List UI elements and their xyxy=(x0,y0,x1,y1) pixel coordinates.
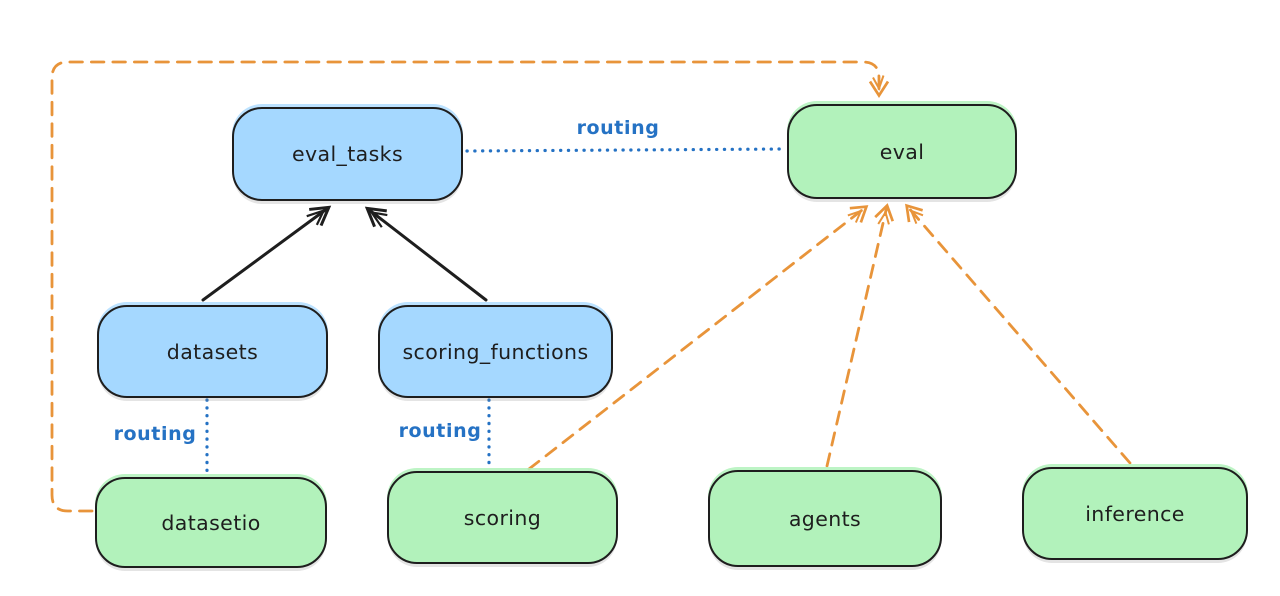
node-datasets: datasets xyxy=(97,305,328,398)
node-scoring-label: scoring xyxy=(463,505,542,530)
node-inference-label: inference xyxy=(1085,501,1185,526)
node-eval-tasks-label: eval_tasks xyxy=(291,142,404,166)
edge-inference-to-eval xyxy=(905,203,1132,465)
node-agents: agents xyxy=(708,470,942,567)
node-eval-tasks: eval_tasks xyxy=(232,107,463,201)
edge-agents-to-eval xyxy=(825,203,895,468)
edge-datasets-to-eval_tasks xyxy=(201,205,332,302)
node-eval: eval xyxy=(787,104,1017,199)
edge-scoring-to-eval xyxy=(527,205,869,471)
node-eval-label: eval xyxy=(879,139,925,164)
routing-label-scoring-functions-scoring: routing xyxy=(398,420,482,442)
routing-label-eval-tasks-eval: routing xyxy=(576,117,660,139)
node-scoring: scoring xyxy=(387,471,618,564)
node-datasetio-label: datasetio xyxy=(161,510,261,535)
edge-scoring_functions-to-eval_tasks xyxy=(364,206,488,302)
node-scoring-functions: scoring_functions xyxy=(378,305,613,398)
node-datasets-label: datasets xyxy=(166,339,259,364)
edge-datasetio-to-eval-loop xyxy=(50,60,890,513)
node-datasetio: datasetio xyxy=(95,477,327,568)
edge-eval_tasks-to-eval-routing xyxy=(465,147,786,153)
node-scoring-functions-label: scoring_functions xyxy=(402,339,589,364)
node-inference: inference xyxy=(1022,467,1248,560)
routing-label-datasets-datasetio: routing xyxy=(113,423,197,445)
node-agents-label: agents xyxy=(788,506,862,531)
